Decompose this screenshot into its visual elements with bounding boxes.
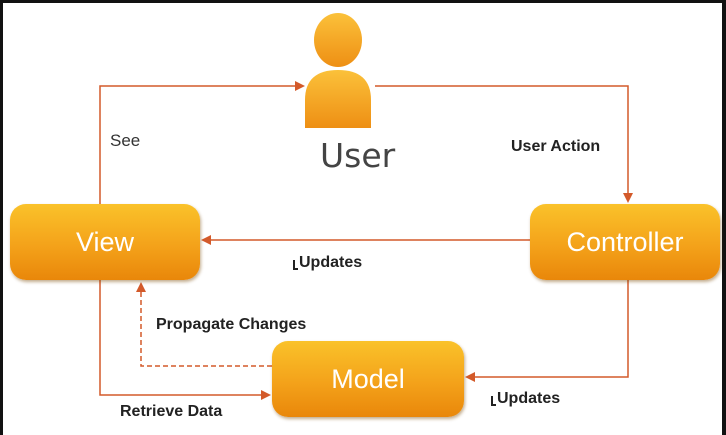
connector-propagate-changes xyxy=(136,282,272,367)
tick-mark xyxy=(491,396,496,406)
controller-node-label: Controller xyxy=(566,226,684,257)
connector-retrieve-data xyxy=(99,280,271,400)
propagate-changes-edge-label: Propagate Changes xyxy=(156,316,307,333)
connector-user-action xyxy=(375,85,633,203)
model-node-label: Model xyxy=(331,363,405,394)
see-edge-label: See xyxy=(110,131,141,150)
connector-see xyxy=(99,81,305,204)
connector-updates-model xyxy=(465,280,629,382)
user-node-label: User xyxy=(320,136,396,175)
model-node: Model xyxy=(272,341,464,417)
view-node-label: View xyxy=(75,226,135,257)
updates-view-edge-text: Updates xyxy=(299,254,363,271)
updates-view-edge-label: Updates xyxy=(293,254,362,272)
person-icon xyxy=(305,13,371,128)
retrieve-data-edge-label: Retrieve Data xyxy=(120,403,223,420)
user-action-edge-label: User Action xyxy=(511,138,601,155)
controller-node: Controller xyxy=(530,204,720,280)
view-node: View xyxy=(10,204,200,280)
updates-model-edge-label: Updates xyxy=(491,390,560,408)
updates-model-edge-text: Updates xyxy=(497,390,561,407)
tick-mark xyxy=(293,260,298,270)
